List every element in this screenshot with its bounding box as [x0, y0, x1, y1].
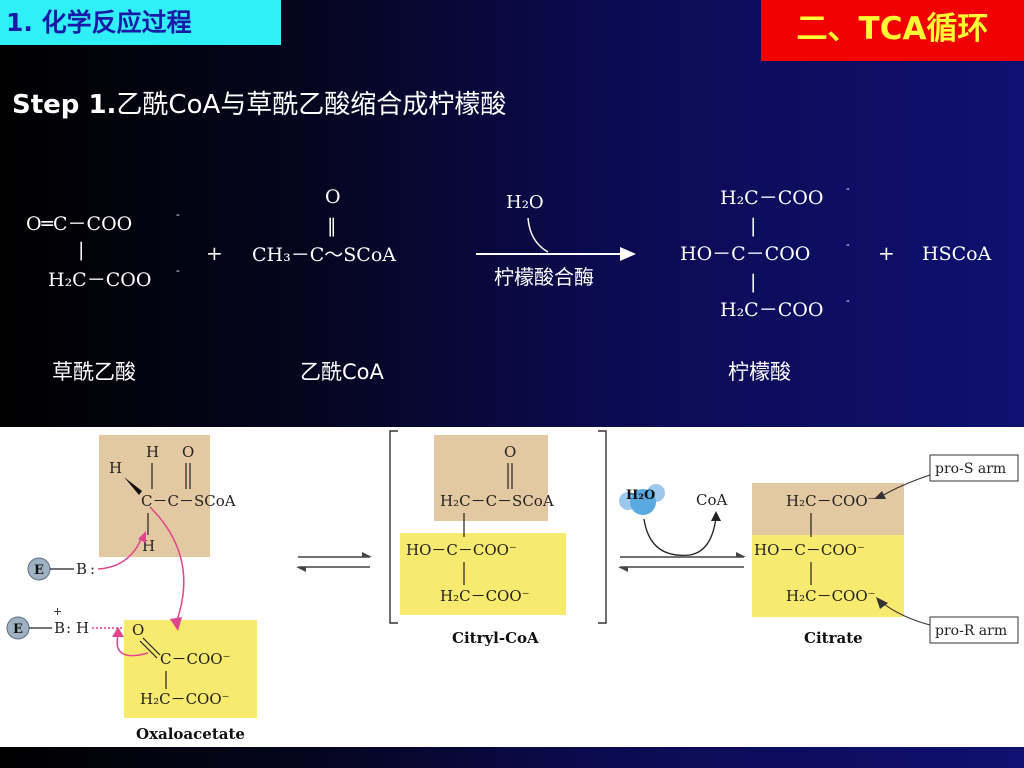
- section-tag: 1. 化学反应过程: [0, 0, 281, 45]
- water-label: H₂O: [506, 192, 544, 213]
- citrate-line1: H₂C－COO: [720, 187, 823, 209]
- acetyl-chain: C－C－SCoA: [141, 492, 236, 510]
- enzyme-lone-pair: :: [90, 560, 95, 578]
- bracket-right: [598, 430, 607, 624]
- enzyme-plus: +: [53, 605, 62, 618]
- eq1-top-head: [362, 552, 372, 557]
- citrate-charge1: -: [846, 182, 850, 195]
- citrate-bond1: |: [750, 215, 756, 237]
- arrow-deprotonation: [97, 536, 143, 570]
- enzyme-e-1: E: [34, 563, 44, 578]
- pro-s-label: pro-S arm: [935, 461, 1006, 477]
- citrate-bond2: |: [750, 271, 756, 293]
- bracket-left: [389, 430, 398, 624]
- eq1-bottom-head: [296, 567, 306, 572]
- water-label: H₂O: [626, 488, 655, 503]
- label-oxaloacetate: 草酰乙酸: [52, 360, 136, 384]
- mechanism-svg: H O H C－C－SCoA H E B : E + B : H O C－COO…: [6, 430, 1019, 743]
- oaa-charge2: -: [176, 264, 180, 277]
- hydrolysis-curve: [643, 516, 717, 556]
- water-molecule-icon: [630, 489, 656, 515]
- citrate-charge2: -: [846, 238, 850, 251]
- arrow-attack-head: [170, 617, 182, 631]
- citryl-oaa-highlight: [400, 533, 566, 615]
- pro-s-callout: [929, 454, 1019, 482]
- oaa-double-bond-a: [142, 637, 161, 656]
- acetyl-oxygen: O: [325, 186, 341, 208]
- acetyl-h-left: H: [109, 459, 122, 477]
- enzyme-b-1: B: [76, 560, 87, 578]
- citryl-o: O: [504, 443, 516, 461]
- eq2-top-head: [736, 552, 746, 557]
- oaa-bond: |: [78, 239, 84, 261]
- oaa-highlight: [124, 620, 257, 718]
- step-text: 乙酰CoA与草酰乙酸缩合成柠檬酸: [116, 90, 507, 120]
- enzyme-colon-2: :: [66, 619, 71, 637]
- oaa-caption: Oxaloacetate: [136, 725, 245, 743]
- citryl-caption: Citryl-CoA: [452, 629, 539, 647]
- citryl-line1: H₂C－C－SCoA: [440, 492, 554, 510]
- oaa-line1: C－COO⁻: [160, 650, 230, 668]
- label-acetyl-coa: 乙酰CoA: [300, 360, 385, 384]
- step-title: Step 1.乙酰CoA与草酰乙酸缩合成柠檬酸: [12, 84, 506, 121]
- pro-r-pointer-head: [876, 597, 888, 609]
- citrate-line1: H₂C－COO⁻: [786, 492, 876, 510]
- oaa-charge1: -: [176, 208, 180, 221]
- pro-s-pointer-head: [874, 491, 886, 499]
- hydrolysis-head: [711, 511, 721, 521]
- enzyme-h: H: [76, 619, 89, 637]
- step-prefix: Step 1.: [12, 90, 117, 120]
- pro-r-label: pro-R arm: [935, 623, 1007, 639]
- oaa-double-bond-b: [139, 640, 158, 659]
- pro-r-callout: [929, 616, 1019, 644]
- arrow-protonation: [116, 634, 149, 657]
- oaa-o: O: [132, 621, 144, 639]
- arrow-protonation-head: [112, 627, 124, 637]
- citrate-line3: H₂C－COO: [720, 299, 823, 321]
- hscoa-label: HSCoA: [922, 243, 992, 265]
- citrate-line3: H₂C－COO⁻: [786, 587, 876, 605]
- label-citrate: 柠檬酸: [728, 360, 791, 384]
- citrate-acetyl-highlight: [752, 483, 904, 535]
- acetyl-o-top: O: [182, 443, 194, 461]
- arrow-nucleophilic-attack: [149, 506, 185, 624]
- plus-sign-1: +: [206, 241, 223, 265]
- acetyl-wedge-bond: [124, 477, 142, 495]
- oaa-line1: O═C－COO: [26, 213, 132, 235]
- citryl-line3: H₂C－COO⁻: [440, 587, 530, 605]
- oaa-line2: H₂C－COO⁻: [140, 690, 230, 708]
- acetyl-double-bond: ‖: [327, 215, 337, 237]
- citrate-charge3: -: [846, 294, 850, 307]
- plus-sign-2: +: [878, 241, 895, 265]
- citryl-acetyl-highlight: [434, 435, 548, 521]
- enzyme-e-2: E: [13, 622, 23, 637]
- citrate-caption: Citrate: [804, 629, 863, 647]
- reaction-arrow-head: [620, 247, 636, 261]
- citrate-line2: HO－C－COO⁻: [754, 541, 865, 559]
- acetyl-chain: CH₃－C～SCoA: [252, 244, 396, 266]
- enzyme-label: 柠檬酸合酶: [494, 265, 594, 289]
- eq2-bottom-head: [618, 567, 628, 572]
- mechanism-figure: H O H C－C－SCoA H E B : E + B : H O C－COO…: [0, 427, 1024, 747]
- oaa-line3: H₂C－COO: [48, 269, 151, 291]
- citrate-line2: HO－C－COO: [680, 243, 810, 265]
- arrow-deprotonation-head: [138, 531, 146, 543]
- coa-label: CoA: [696, 491, 728, 509]
- acetyl-h-top: H: [146, 443, 159, 461]
- reaction-equation: O═C－COO - | H₂C－COO - + O ‖ CH₃－C～SCoA H…: [26, 182, 992, 384]
- enzyme-b-2: B: [54, 619, 65, 637]
- acetyl-highlight: [99, 435, 210, 557]
- chapter-tag: 二、TCA循环: [761, 0, 1024, 61]
- citryl-line2: HO－C－COO⁻: [406, 541, 517, 559]
- water-curve: [527, 217, 549, 253]
